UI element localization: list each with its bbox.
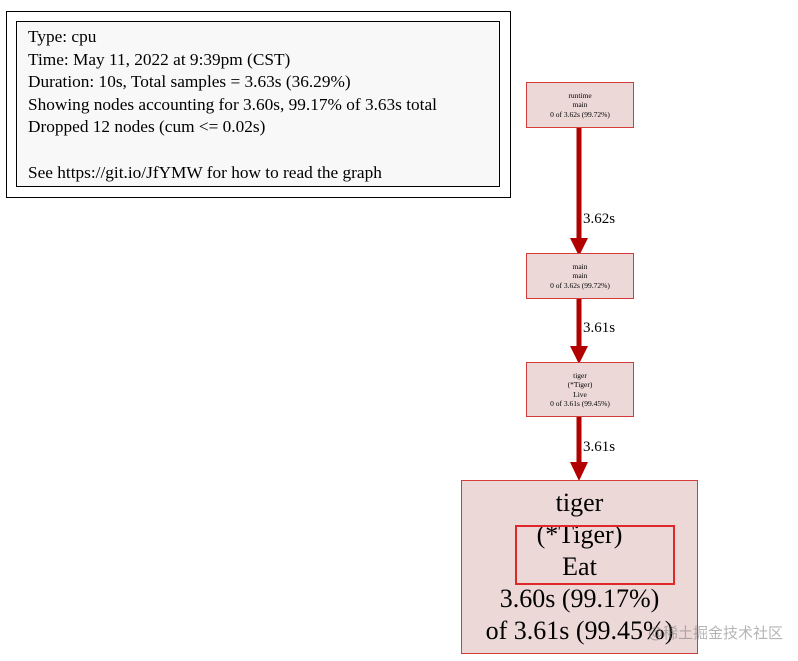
node-main-main[interactable]: main main 0 of 3.62s (99.72%) — [526, 253, 634, 299]
legend-panel: Type: cpu Time: May 11, 2022 at 9:39pm (… — [6, 11, 511, 198]
node-tiger-live-line: 0 of 3.61s (99.45%) — [550, 399, 610, 408]
node-main-main-line: main — [572, 261, 588, 271]
node-tiger-eat-line: Eat — [562, 552, 597, 581]
edge-label-main-main: 3.61s — [583, 320, 616, 336]
node-tiger-live[interactable]: tiger (*Tiger) Live 0 of 3.61s (99.45%) — [526, 362, 634, 417]
highlight-annotation — [515, 525, 675, 585]
node-tiger-live-line: Live — [573, 389, 587, 399]
watermark: @稀土掘金技术社区 — [648, 624, 784, 642]
node-main-main-line: main — [572, 271, 588, 281]
legend-duration: Duration: 10s, Total samples = 3.63s (36… — [28, 72, 351, 91]
legend-text-box: Type: cpu Time: May 11, 2022 at 9:39pm (… — [16, 21, 500, 187]
node-tiger-eat-line: (*Tiger) — [536, 520, 623, 549]
legend-type: Type: cpu — [28, 27, 97, 46]
legend-help-link[interactable]: See https://git.io/JfYMW for how to read… — [28, 162, 382, 182]
node-tiger-eat-line: tiger — [555, 488, 604, 517]
edge-tiger-live-to-tiger-eat[interactable] — [570, 417, 588, 481]
legend-showing: Showing nodes accounting for 3.60s, 99.1… — [28, 94, 437, 114]
legend-time: Time: May 11, 2022 at 9:39pm (CST) — [28, 49, 291, 69]
edge-label-tiger-live: 3.61s — [583, 439, 616, 455]
edge-main-main-to-tiger-live[interactable] — [570, 298, 588, 364]
edge-runtime-main-to-main-main[interactable] — [570, 128, 588, 256]
node-runtime-main-line: runtime — [568, 90, 592, 100]
node-tiger-eat-line: of 3.61s (99.45%) — [485, 616, 674, 645]
node-tiger-live-line: (*Tiger) — [567, 380, 593, 389]
legend-dropped: Dropped 12 nodes (cum <= 0.02s) — [28, 117, 266, 136]
node-tiger-eat[interactable]: tiger (*Tiger) Eat 3.60s (99.17%) of 3.6… — [461, 480, 698, 654]
node-runtime-main-line: 0 of 3.62s (99.72%) — [550, 109, 610, 119]
node-runtime-main-line: main — [572, 100, 588, 110]
node-runtime-main[interactable]: runtime main 0 of 3.62s (99.72%) — [526, 82, 634, 128]
edge-label-runtime-main: 3.62s — [583, 211, 616, 227]
node-main-main-line: 0 of 3.62s (99.72%) — [550, 280, 610, 290]
node-tiger-live-line: tiger — [573, 370, 587, 380]
node-tiger-eat-line: 3.60s (99.17%) — [499, 584, 660, 613]
